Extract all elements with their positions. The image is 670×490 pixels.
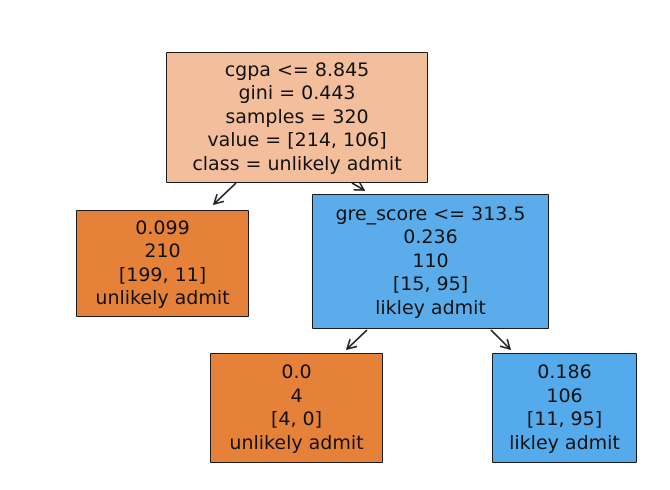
edge-root-to-right [351,180,366,191]
node-split-rule: gre_score <= 313.5 [335,202,526,225]
node-gini: 0.236 [403,226,458,249]
tree-node-right: gre_score <= 313.5 0.236 110 [15, 95] li… [312,194,549,329]
node-class: class = unlikely admit [192,152,402,175]
node-gini: gini = 0.443 [238,82,356,105]
node-value: [11, 95] [526,408,603,430]
tree-node-root: cgpa <= 8.845 gini = 0.443 samples = 320… [166,52,428,183]
node-samples: 210 [144,240,181,262]
edge-root-to-left [212,182,237,206]
tree-node-left-leaf: 0.099 210 [199, 11] unlikely admit [76,210,249,317]
node-class: likley admit [375,296,486,319]
node-class: likley admit [509,431,620,454]
node-samples: 4 [290,384,303,407]
tree-node-right-right-leaf: 0.186 106 [11, 95] likley admit [492,353,637,463]
edge-right-to-right-left [345,329,368,351]
node-samples: 106 [546,384,583,407]
node-gini: 0.0 [281,361,312,383]
node-class: unlikely admit [229,431,364,454]
tree-node-right-left-leaf: 0.0 4 [4, 0] unlikely admit [210,353,383,463]
node-value: [15, 95] [392,273,469,296]
node-gini: 0.186 [537,361,592,383]
node-samples: samples = 320 [225,105,369,128]
node-value: value = [214, 106] [207,129,387,152]
node-samples: 110 [412,249,449,272]
node-gini: 0.099 [135,216,190,239]
node-class: unlikely admit [95,287,230,309]
edge-right-to-right-right [490,329,512,351]
node-split-rule: cgpa <= 8.845 [224,58,370,81]
node-value: [4, 0] [270,408,323,430]
node-value: [199, 11] [118,263,207,286]
